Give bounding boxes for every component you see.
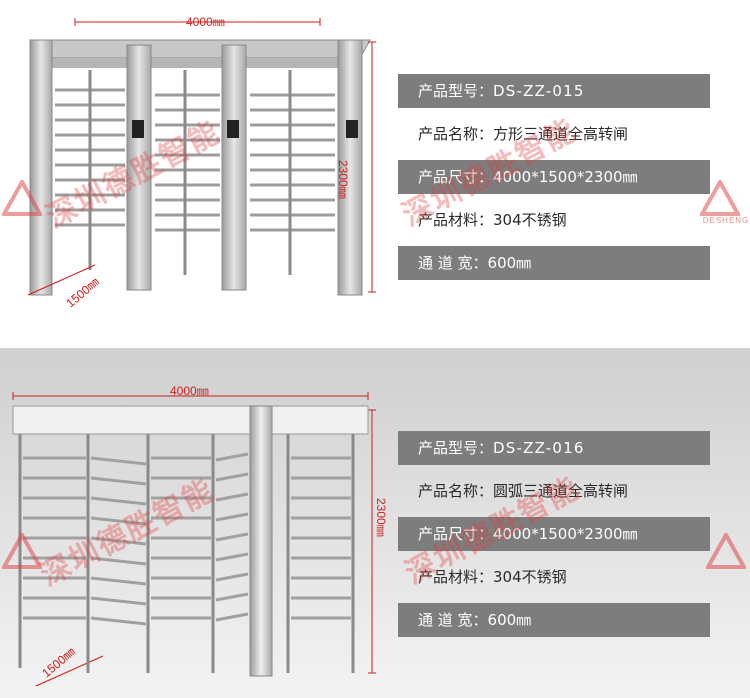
spec-row-model: 产品型号：DS-ZZ-016 xyxy=(398,431,710,465)
desheng-logo-icon xyxy=(706,533,746,569)
turnstile-illustration-arc xyxy=(12,392,376,687)
spec-label: 产品型号： xyxy=(418,439,494,457)
dimension-height-label: 2300㎜ xyxy=(336,160,350,199)
spec-row-lane-width: 通 道 宽：600㎜ xyxy=(398,603,710,637)
desheng-logo-icon xyxy=(2,180,42,216)
spec-value: 304不锈钢 xyxy=(493,568,567,586)
watermark-logo: DESHENG xyxy=(700,180,750,225)
spec-label: 产品尺寸： xyxy=(418,168,494,186)
spec-row-lane-width: 通 道 宽：600㎜ xyxy=(398,246,710,280)
watermark-brand: DESHENG xyxy=(702,216,750,225)
spec-row-name: 产品名称：圆弧三通道全高转闸 xyxy=(398,474,710,508)
spec-row-material: 产品材料：304不锈钢 xyxy=(398,560,710,594)
product-panel-2: 4000㎜ 2300㎜ 1500㎜ 产品型号：DS-ZZ-016 产品名称：圆弧… xyxy=(0,348,750,698)
spec-label: 通 道 宽： xyxy=(418,611,488,629)
spec-list-2: 产品型号：DS-ZZ-016 产品名称：圆弧三通道全高转闸 产品尺寸：4000*… xyxy=(398,431,710,646)
spec-value: 4000*1500*2300㎜ xyxy=(493,525,638,543)
spec-list-1: 产品型号：DS-ZZ-015 产品名称：方形三通道全高转闸 产品尺寸：4000*… xyxy=(398,74,710,289)
spec-label: 产品尺寸： xyxy=(418,525,494,543)
spec-label: 产品材料： xyxy=(418,568,494,586)
spec-value: 方形三通道全高转闸 xyxy=(493,125,629,143)
spec-value: DS-ZZ-015 xyxy=(493,82,585,100)
spec-value: 4000*1500*2300㎜ xyxy=(493,168,638,186)
spec-label: 产品名称： xyxy=(418,125,494,143)
product-panel-1: 4000㎜ 2300㎜ 1500㎜ 产品型号：DS-ZZ-015 产品名称：方形… xyxy=(0,0,750,332)
spec-value: 600㎜ xyxy=(487,254,532,272)
spec-value: 600㎜ xyxy=(487,611,532,629)
spec-label: 产品材料： xyxy=(418,211,494,229)
dimension-width-label: 4000㎜ xyxy=(170,384,209,398)
spec-label: 产品名称： xyxy=(418,482,494,500)
spec-value: 304不锈钢 xyxy=(493,211,567,229)
spec-row-size: 产品尺寸：4000*1500*2300㎜ xyxy=(398,517,710,551)
dimension-height-label: 2300㎜ xyxy=(374,498,388,537)
spec-value: 圆弧三通道全高转闸 xyxy=(493,482,629,500)
panel-separator xyxy=(0,332,750,348)
spec-value: DS-ZZ-016 xyxy=(493,439,585,457)
spec-label: 通 道 宽： xyxy=(418,254,488,272)
turnstile-illustration-square xyxy=(27,18,376,296)
spec-label: 产品型号： xyxy=(418,82,494,100)
desheng-logo-icon xyxy=(700,180,740,216)
watermark-logo xyxy=(2,180,54,216)
dimension-width-label: 4000㎜ xyxy=(186,15,225,29)
spec-row-name: 产品名称：方形三通道全高转闸 xyxy=(398,117,710,151)
watermark-logo xyxy=(706,533,750,569)
spec-row-size: 产品尺寸：4000*1500*2300㎜ xyxy=(398,160,710,194)
desheng-logo-icon xyxy=(2,533,42,569)
spec-row-material: 产品材料：304不锈钢 xyxy=(398,203,710,237)
watermark-logo xyxy=(2,533,54,569)
spec-row-model: 产品型号：DS-ZZ-015 xyxy=(398,74,710,108)
